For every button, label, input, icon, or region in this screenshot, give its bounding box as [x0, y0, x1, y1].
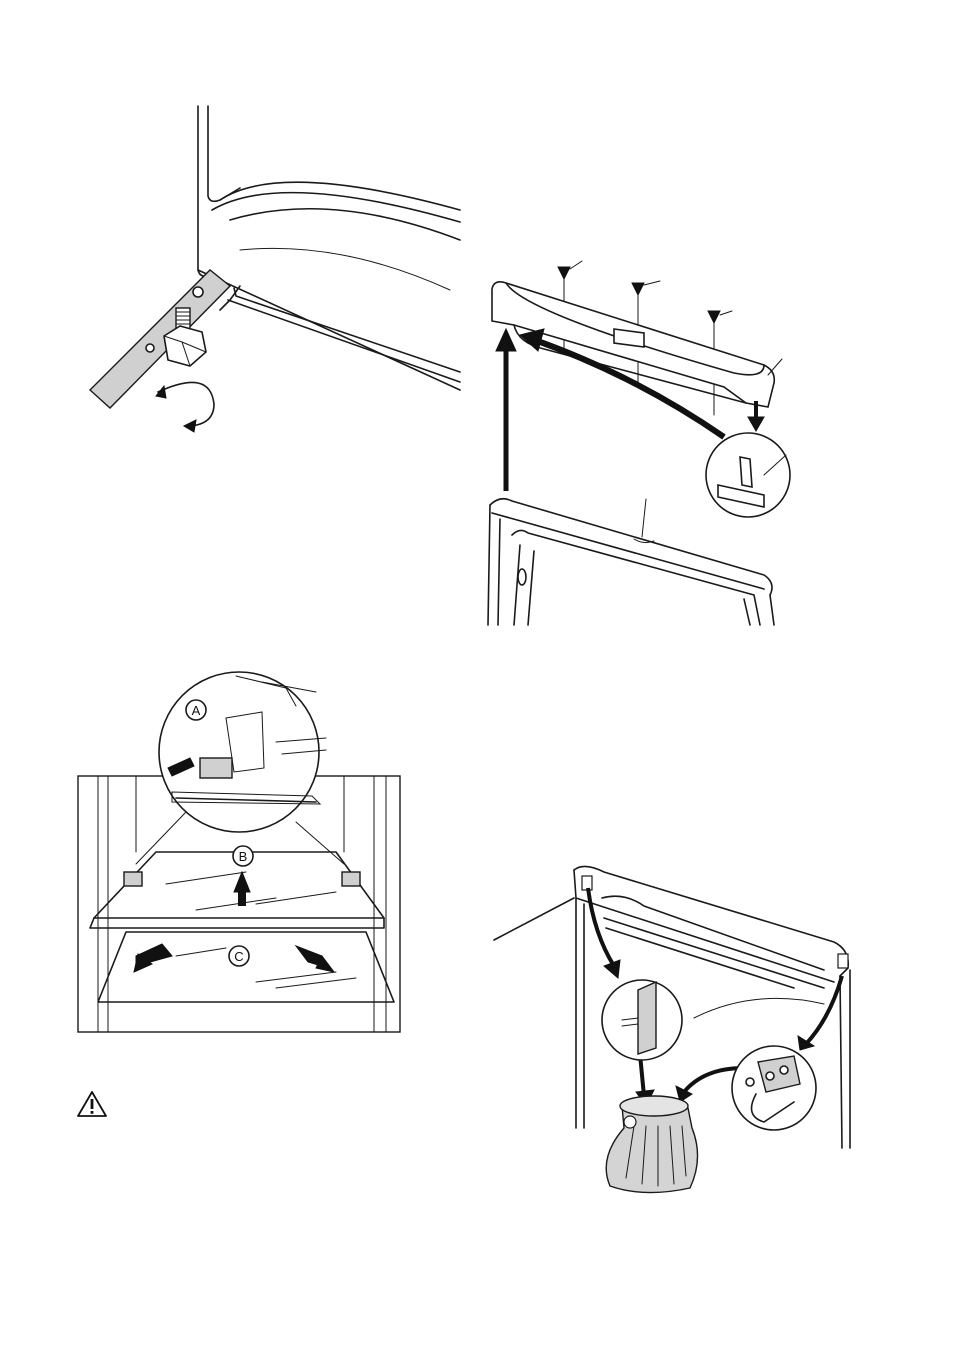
warning-triangle-icon [76, 1090, 108, 1118]
callout-b: B [239, 849, 248, 864]
door-top-cover-illustration [484, 255, 794, 630]
callout-a: A [192, 703, 201, 718]
callout-c: C [234, 949, 243, 964]
adjustable-foot-illustration [80, 100, 470, 440]
shelf-removal-illustration: A B C [76, 672, 406, 1037]
fitting-bag-illustration [494, 858, 864, 1198]
